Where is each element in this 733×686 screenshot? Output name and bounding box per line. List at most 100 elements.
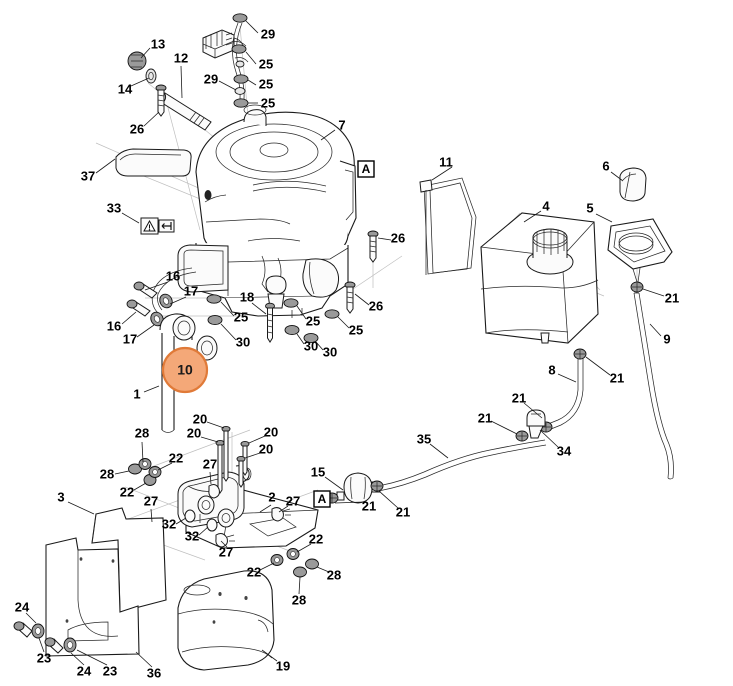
part-number-label: 28: [135, 425, 149, 440]
part-19-muffler: [177, 570, 275, 671]
part-37-cover-plate: [115, 148, 192, 177]
part-number-label: 21: [665, 290, 679, 305]
part-1-oil-drain-tube: [159, 313, 196, 433]
part-26-screws-right: [344, 230, 379, 314]
part-number-label: 8: [548, 362, 555, 377]
part-21-clamp-hose8-top: [573, 348, 587, 360]
part-18-long-bolt: [265, 302, 275, 343]
part-5-filler-collar: [607, 218, 673, 283]
part-number-label: 30: [304, 338, 318, 353]
part-number-label: 24: [15, 599, 30, 614]
part-number-label: 17: [123, 331, 137, 346]
part-number-label: 36: [147, 665, 161, 680]
section-marker-letter: A: [318, 492, 327, 506]
part-25-washers: [231, 13, 249, 108]
part-22-28-fasteners-upper: [128, 458, 162, 486]
part-21-clamp-tee-left: [515, 430, 529, 442]
part-35-fuel-line: [377, 439, 547, 492]
part-number-label: 2: [268, 489, 275, 504]
part-21-clamp-top-hose: [630, 281, 644, 293]
part-number-label: 7: [338, 117, 345, 132]
part-number-label: 37: [81, 168, 95, 183]
part-33-safety-decal: [140, 217, 175, 235]
part-number-label: 25: [259, 76, 273, 91]
part-22-28-fasteners-lower: [270, 548, 319, 578]
part-number-label: 23: [37, 650, 51, 665]
part-number-label: 21: [478, 410, 492, 425]
section-marker-letter: A: [362, 162, 371, 176]
part-number-label: 27: [219, 544, 233, 559]
part-number-label: 21: [610, 370, 624, 385]
part-number-label: 25: [306, 313, 320, 328]
part-number-label: 30: [323, 344, 337, 359]
part-number-label: 29: [261, 26, 275, 41]
callout-number-labels: 1312142929252525263773316171617182530253…: [15, 26, 679, 680]
part-number-label: 3: [57, 489, 64, 504]
part-21-clamp-filter-right: [370, 480, 384, 492]
part-number-label: 15: [311, 464, 325, 479]
part-number-label: 1: [133, 386, 140, 401]
part-number-label: 27: [144, 493, 158, 508]
part-number-label: 26: [391, 230, 405, 245]
part-number-label: 21: [362, 498, 376, 513]
part-25-30-fasteners-lower: [206, 294, 340, 344]
part-7-engine-assembly: [151, 104, 357, 318]
part-number-label: 6: [602, 158, 609, 173]
part-number-label: 25: [349, 322, 363, 337]
part-number-label: 23: [103, 663, 117, 678]
part-number-label: 4: [542, 198, 550, 213]
highlighted-part-number: 10: [177, 362, 193, 378]
highlighted-part-marker[interactable]: 10: [161, 346, 209, 394]
part-6-cap: [619, 167, 647, 202]
part-number-label: 33: [107, 200, 121, 215]
part-3-heat-shield: [45, 507, 167, 657]
section-marker-a-upper: A: [357, 160, 375, 178]
section-marker-a-lower: A: [313, 490, 331, 508]
part-number-label: 32: [162, 516, 176, 531]
part-number-label: 12: [174, 50, 188, 65]
part-number-label: 25: [234, 309, 248, 324]
part-number-label: 19: [276, 658, 290, 673]
callout-leader-lines: [25, 20, 665, 668]
part-14-oring: [145, 68, 157, 84]
part-number-label: 28: [100, 466, 114, 481]
part-number-label: 5: [586, 200, 593, 215]
part-number-label: 34: [557, 443, 572, 458]
part-number-label: 24: [77, 663, 92, 678]
part-number-label: 13: [151, 36, 165, 51]
part-number-label: 28: [327, 567, 341, 582]
part-number-label: 21: [396, 504, 410, 519]
part-number-label: 18: [240, 289, 254, 304]
part-number-label: 20: [187, 425, 201, 440]
part-34-fuel-tee: [526, 409, 546, 439]
part-number-label: 22: [247, 564, 261, 579]
part-number-label: 30: [236, 334, 250, 349]
part-10-grommet: [196, 335, 218, 361]
part-number-label: 20: [264, 424, 278, 439]
part-number-label: 9: [663, 331, 670, 346]
part-number-label: 26: [369, 298, 383, 313]
part-29-ignition-module: [202, 29, 245, 59]
part-number-label: 20: [193, 411, 207, 426]
part-number-label: 26: [130, 121, 144, 136]
part-number-label: 20: [259, 441, 273, 456]
part-number-label: 35: [417, 431, 431, 446]
part-11-tank-strap: [419, 177, 477, 275]
part-number-label: 27: [203, 456, 217, 471]
part-16-17-fasteners: [126, 281, 173, 327]
part-4-fuel-tank: [480, 212, 599, 344]
part-13-bushing: [127, 51, 147, 71]
part-number-label: 22: [169, 450, 183, 465]
part-number-label: 21: [512, 390, 526, 405]
part-number-label: 22: [309, 531, 323, 546]
part-number-label: 16: [166, 268, 180, 283]
part-12-tube: [157, 91, 212, 131]
part-number-label: 22: [120, 484, 134, 499]
part-number-label: 29: [204, 71, 218, 86]
part-number-label: 25: [261, 95, 275, 110]
part-9-fuel-hose-long: [633, 292, 674, 480]
part-20-bolts: [215, 425, 250, 494]
part-number-label: 32: [185, 528, 199, 543]
part-number-label: 25: [259, 56, 273, 71]
